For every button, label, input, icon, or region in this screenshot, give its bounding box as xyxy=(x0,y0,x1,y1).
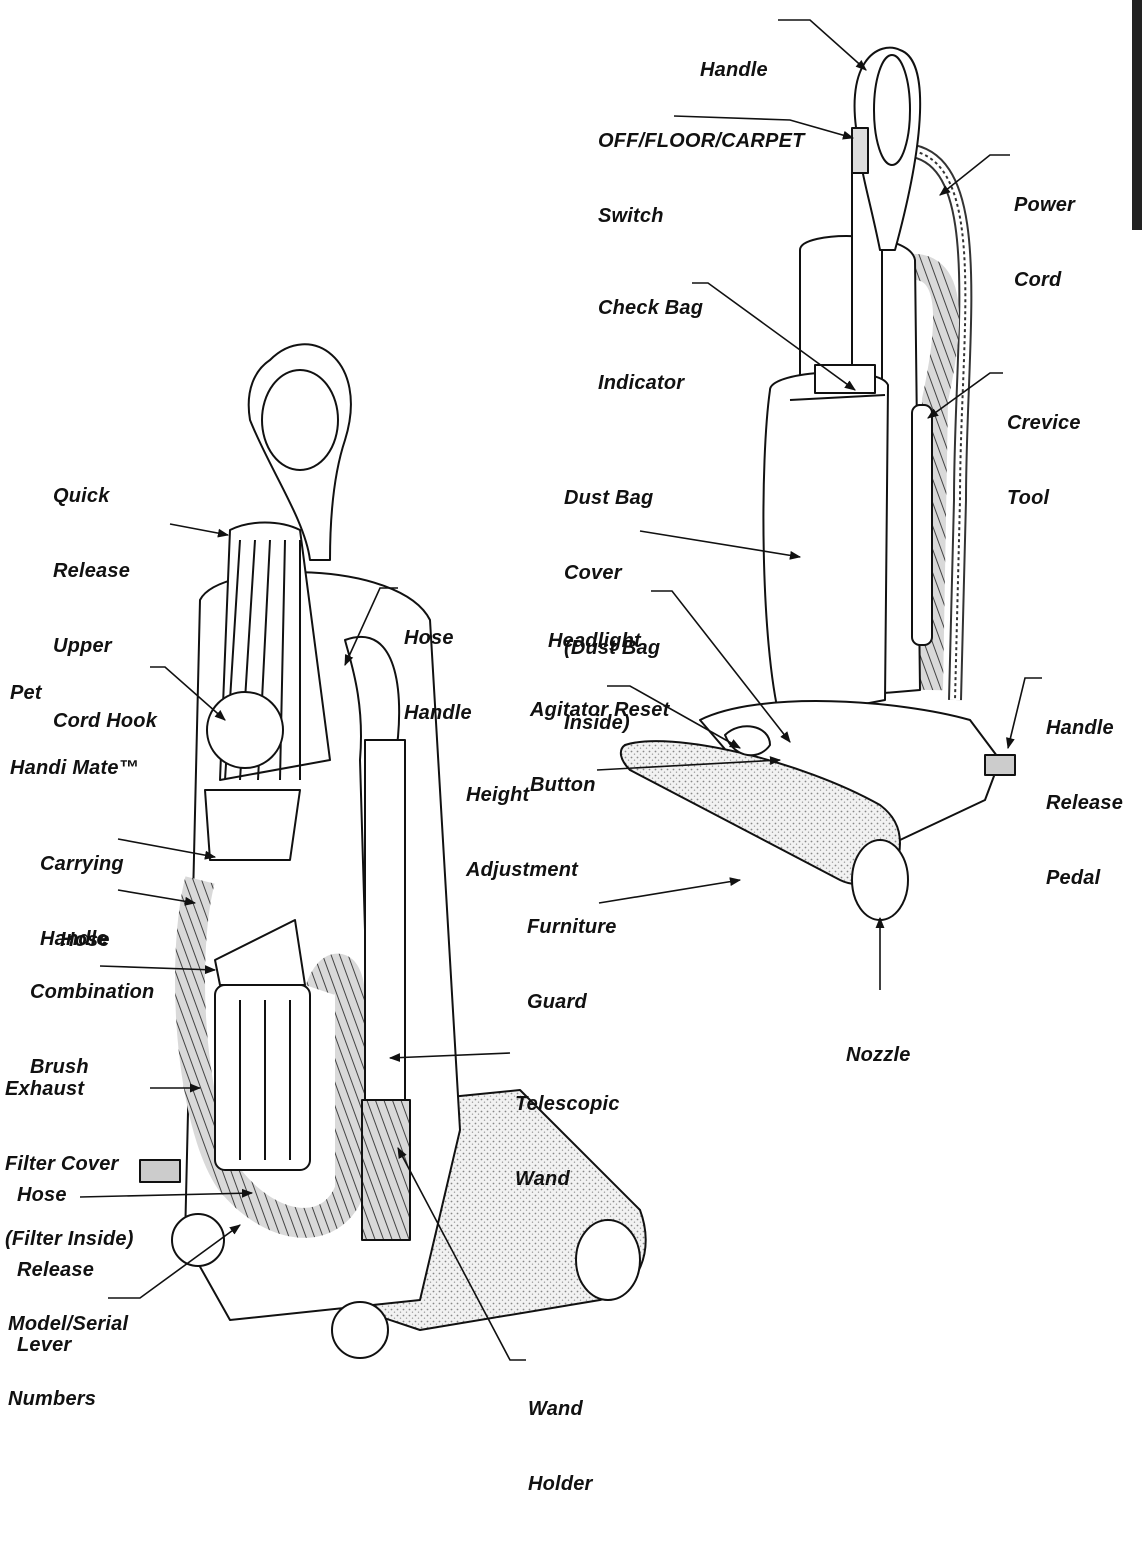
label-nozzle: Nozzle xyxy=(846,993,911,1118)
label-pet-handi-mate: Pet Handi Mate™ xyxy=(10,631,139,831)
label-crevice-tool: Crevice Tool xyxy=(1007,361,1081,561)
label-model-serial-numbers: Model/Serial Numbers xyxy=(8,1262,128,1462)
label-wand-holder: Wand Holder xyxy=(528,1347,593,1547)
label-telescopic-wand: Telescopic Wand xyxy=(515,1042,620,1242)
label-check-bag-indicator: Check Bag Indicator xyxy=(598,246,703,446)
vacuum-parts-diagram: Handle OFF/FLOOR/CARPET Switch Power Cor… xyxy=(0,0,1142,1394)
label-hose-handle: Hose Handle xyxy=(404,576,472,776)
label-handle-release-pedal: Handle Release Pedal xyxy=(1046,666,1123,941)
label-power-cord: Power Cord xyxy=(1014,143,1075,343)
label-furniture-guard: Furniture Guard xyxy=(527,865,617,1065)
